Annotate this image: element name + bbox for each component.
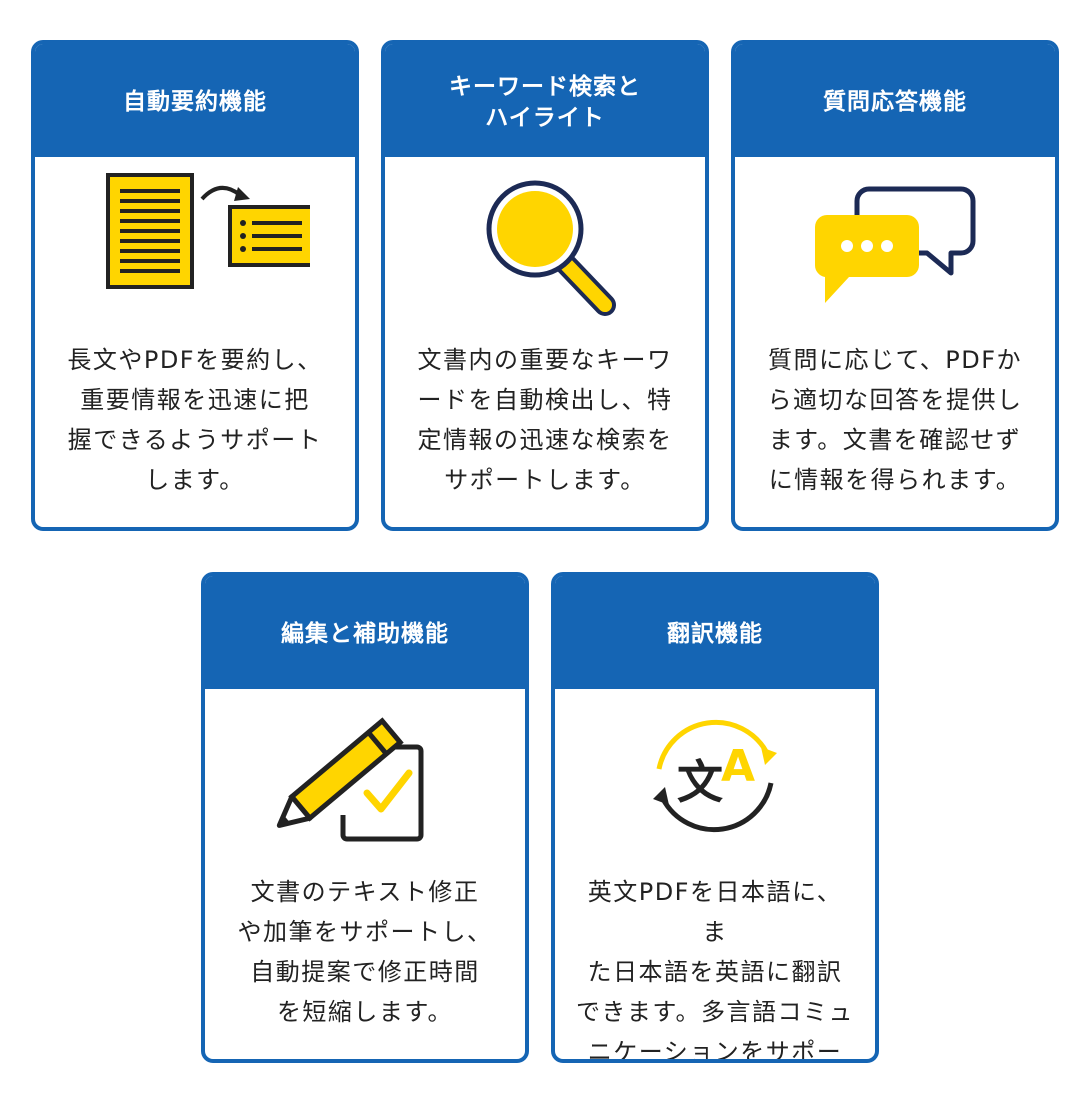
magnifier-icon (486, 180, 616, 316)
translate-icon: 文 A (653, 719, 777, 833)
card-title: 質問応答機能 (735, 44, 1055, 157)
pencil-check-icon (276, 717, 424, 842)
card-title: 自動要約機能 (35, 44, 355, 157)
feature-card-edit-assist: 編集と補助機能 文書のテキスト修正 や加筆をサポートし、 自動提案で修正時間 を… (201, 572, 529, 1063)
chat-bubbles-icon (814, 186, 976, 303)
card-title: 翻訳機能 (555, 576, 875, 689)
card-description: 質問に応じて、PDFか ら適切な回答を提供し ます。文書を確認せず に情報を得ら… (767, 346, 1023, 494)
feature-card-question-answer: 質問応答機能 質問に応じて、PDFか ら適切な回答を提供し ます。文書を確認せず… (731, 40, 1059, 531)
card-description: 英文PDFを日本語に、ま た日本語を英語に翻訳 できます。多言語コミュ ニケーシ… (575, 878, 855, 1063)
card-title: 編集と補助機能 (205, 576, 525, 689)
feature-card-keyword-search: キーワード検索と ハイライト 文書内の重要なキーワ ードを自動検出し、特 定情報… (381, 40, 709, 531)
card-description: 文書のテキスト修正 や加筆をサポートし、 自動提案で修正時間 を短縮します。 (237, 878, 493, 1026)
card-description: 長文やPDFを要約し、 重要情報を迅速に把 握できるようサポート します。 (67, 346, 323, 494)
summary-document-icon (106, 173, 310, 289)
translate-latin-glyph: A (721, 741, 755, 792)
feature-card-auto-summary: 自動要約機能 長文やPDFを要約し、 重要情報を迅速に把 握できるようサポート … (31, 40, 359, 531)
feature-card-translation: 翻訳機能 文 A 英文PDFを日本語に、ま た日本語を英語に翻訳 できます。多言… (551, 572, 879, 1063)
translate-kanji-glyph: 文 (677, 755, 723, 809)
card-description: 文書内の重要なキーワ ードを自動検出し、特 定情報の迅速な検索を サポートします… (417, 346, 673, 494)
card-title: キーワード検索と ハイライト (385, 44, 705, 157)
